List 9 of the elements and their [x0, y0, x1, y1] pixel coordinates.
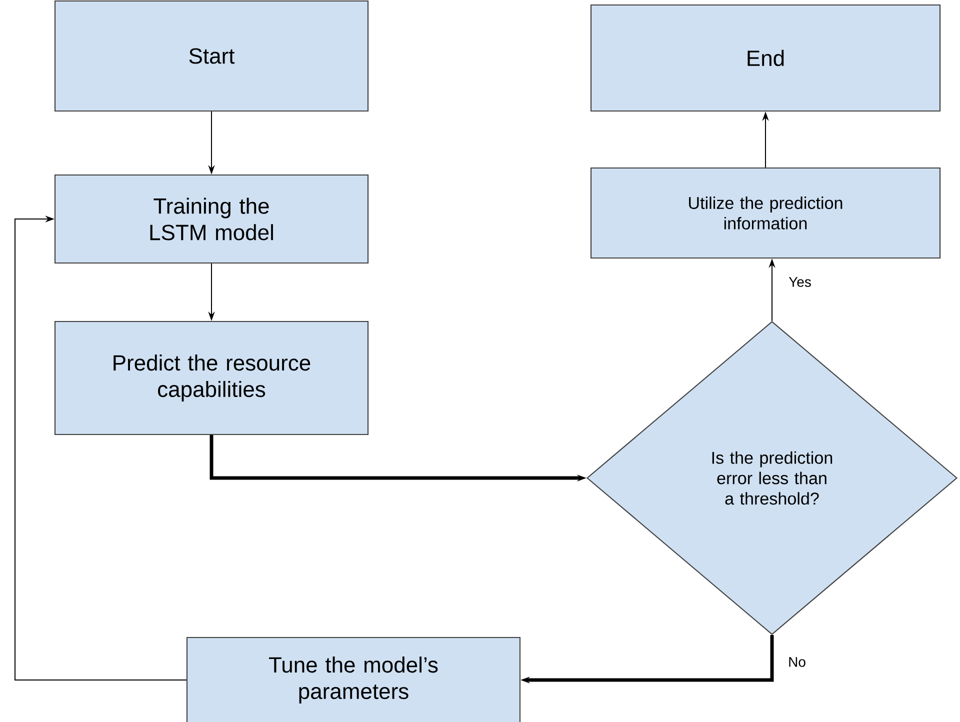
process-box: Start [54, 0, 369, 112]
process-box: Predict the resource capabilities [54, 320, 369, 436]
process-box: Tune the model’s parameters [186, 636, 521, 722]
edge-label: Yes [787, 276, 813, 288]
arrow [14, 216, 187, 680]
process-box: Training the LSTM model [54, 174, 369, 264]
edge-label: No [786, 656, 808, 668]
process-box: End [590, 4, 941, 112]
process-box: Utilize the prediction information [590, 167, 941, 259]
